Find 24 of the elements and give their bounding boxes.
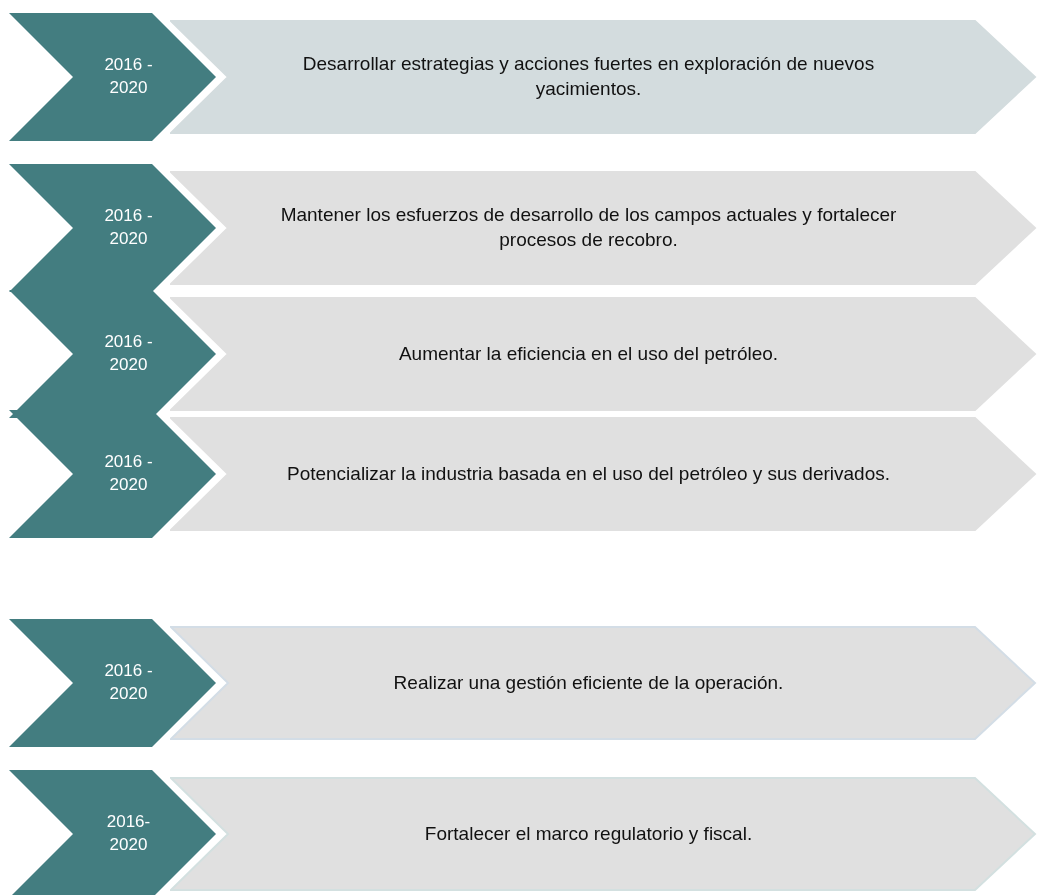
objective-text: Mantener los esfuerzos de desarrollo de los campos actuales y fortalecer procesos de recobro. [279, 203, 898, 252]
objective-text: Realizar una gestión eficiente de la operación. [393, 670, 784, 695]
chevron-shape [9, 13, 216, 141]
objective-text: Potencializar la industria basada en el uso del petróleo y sus derivados. [286, 461, 891, 486]
objective-text: Aumentar la eficiencia en el uso del petróleo. [398, 341, 779, 366]
chevron-shape [9, 410, 216, 538]
date-range: 2016 - 2020 [103, 54, 154, 99]
arrow-banner [170, 20, 1037, 134]
objective-text: Fortalecer el marco regulatorio y fiscal. [424, 821, 753, 846]
arrow-banner [170, 777, 1037, 891]
date-range: 2016 - 2020 [103, 331, 154, 376]
arrow-banner [170, 297, 1037, 411]
chevron-shape [9, 619, 216, 747]
chevron-shape [9, 290, 216, 418]
date-range: 2016 - 2020 [103, 451, 154, 496]
arrow-banner [170, 171, 1037, 285]
date-range: 2016 - 2020 [103, 205, 154, 250]
objective-text: Desarrollar estrategias y acciones fuertes en exploración de nuevos yacimientos. [301, 52, 876, 101]
arrow-banner [170, 417, 1037, 531]
chevron-shape [9, 770, 216, 895]
chevron-shape [9, 164, 216, 292]
date-range: 2016- 2020 [105, 811, 152, 856]
date-range: 2016 - 2020 [103, 660, 154, 705]
arrow-banner [170, 626, 1037, 740]
